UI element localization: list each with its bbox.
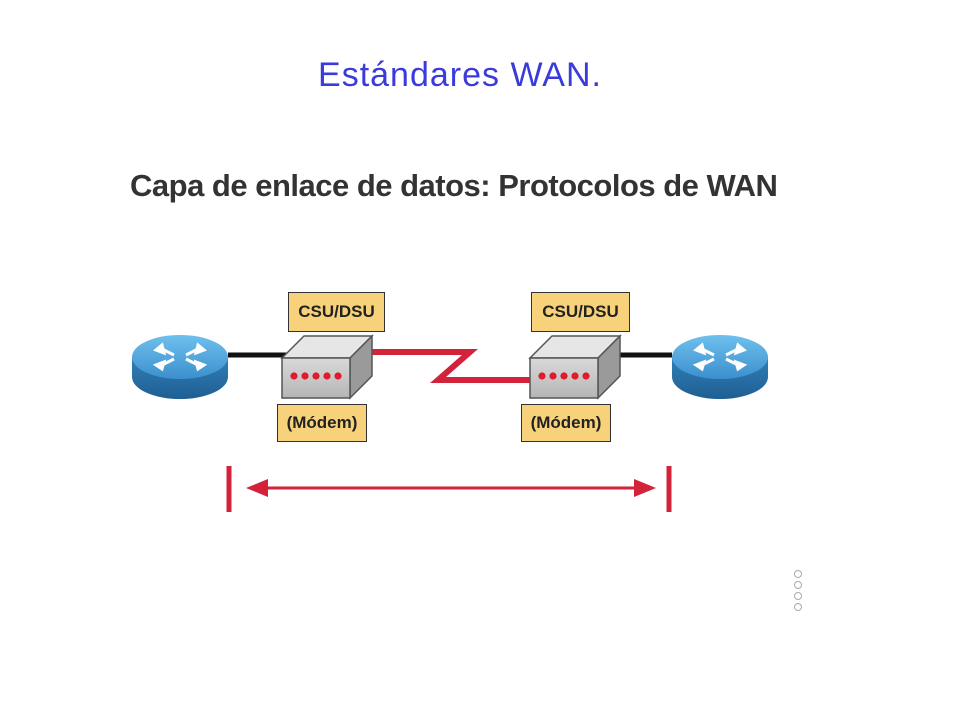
right-modem-label: (Módem) [521,404,611,442]
slide-title: Estándares WAN. [318,56,602,94]
csu-dsu-device-icon [528,334,622,400]
right-csu-dsu-label: CSU/DSU [531,292,630,332]
left-modem-label: (Módem) [277,404,367,442]
diagram-heading: Capa de enlace de datos: Protocolos de W… [130,168,778,203]
router-icon [132,335,228,399]
csu-dsu-device-icon [280,334,374,400]
router-icon [672,335,768,399]
serial-link-icon [370,349,535,383]
decorative-marks [794,570,806,611]
left-csu-dsu-label: CSU/DSU [288,292,385,332]
double-arrow-icon [226,466,672,512]
